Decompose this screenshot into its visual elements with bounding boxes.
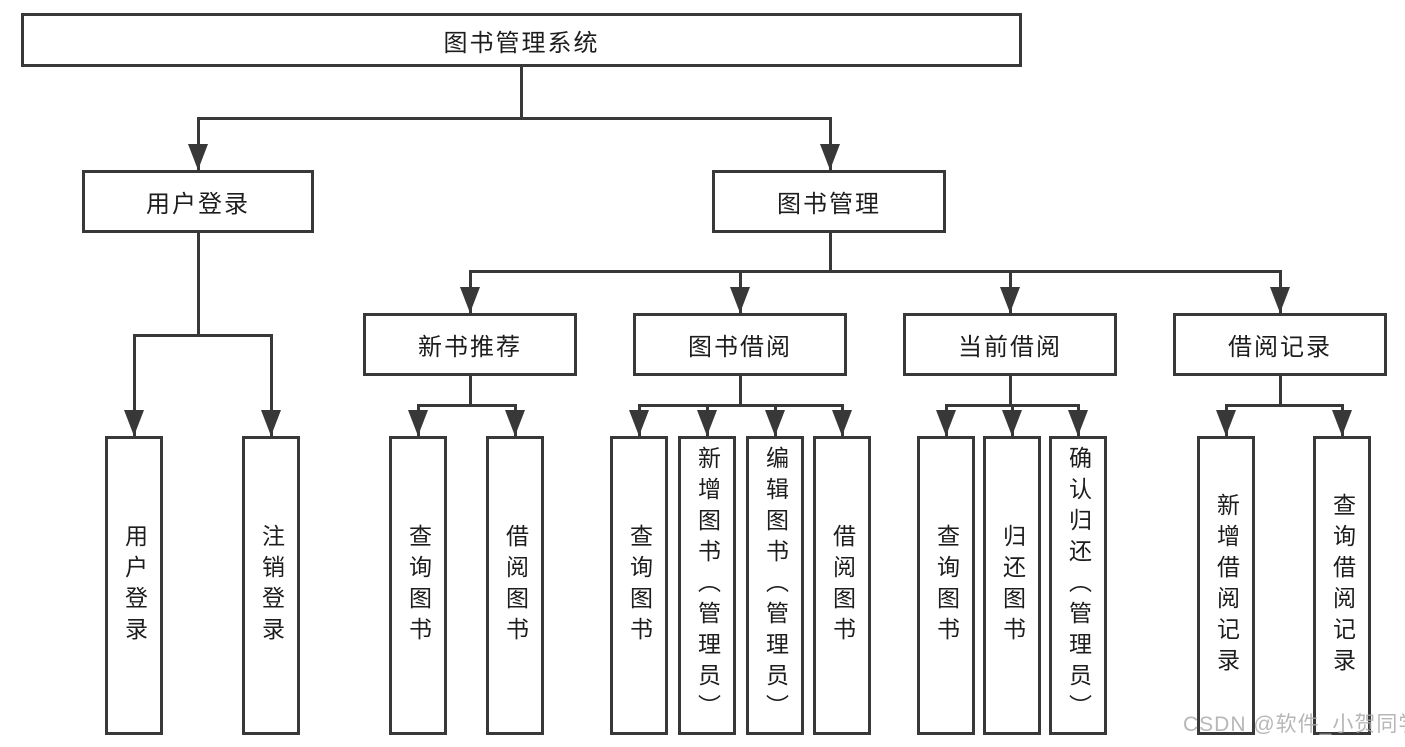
node-book-borrowing: 图书借阅: [633, 313, 847, 376]
arrow-down-icon: [1332, 410, 1352, 436]
arrow-down-icon: [1216, 410, 1236, 436]
arrow-down-icon: [460, 287, 480, 313]
node-label: 用户登录: [146, 191, 250, 218]
connector-line: [829, 117, 832, 170]
arrow-down-icon: [188, 144, 208, 170]
leaf-label: 确认归还（管理员）: [1065, 446, 1092, 725]
node-label: 图书借阅: [688, 334, 792, 361]
arrow-down-icon: [408, 410, 428, 436]
leaf-borrow-books: 借阅图书: [813, 436, 871, 735]
arrow-down-icon: [832, 410, 852, 436]
leaf-label: 查询图书: [933, 523, 960, 648]
connector-line: [1225, 404, 1344, 407]
leaf-label: 注销登录: [258, 523, 285, 648]
leaf-query-books-recommend: 查询图书: [389, 436, 447, 735]
leaf-label: 用户登录: [121, 523, 148, 648]
arrow-down-icon: [505, 410, 525, 436]
leaf-label: 编辑图书（管理员）: [762, 446, 789, 725]
node-new-book-recommend: 新书推荐: [363, 313, 577, 376]
connector-line: [829, 232, 832, 273]
arrow-down-icon: [261, 410, 281, 436]
connector-line: [739, 374, 742, 407]
node-library-management-system: 图书管理系统: [21, 13, 1022, 67]
node-user-login: 用户登录: [82, 170, 314, 233]
leaf-label: 查询借阅记录: [1329, 492, 1356, 679]
leaf-label: 归还图书: [999, 523, 1026, 648]
leaf-label: 新增借阅记录: [1213, 492, 1240, 679]
leaf-label: 查询图书: [405, 523, 432, 648]
connector-line: [197, 232, 200, 336]
node-label: 当前借阅: [958, 334, 1062, 361]
connector-line: [638, 404, 844, 407]
leaf-logout: 注销登录: [242, 436, 300, 735]
node-label: 图书管理系统: [443, 29, 600, 57]
connector-line: [197, 117, 200, 170]
connector-line: [197, 117, 832, 120]
node-label: 借阅记录: [1228, 334, 1332, 361]
connector-line: [520, 66, 523, 119]
leaf-label: 新增图书（管理员）: [694, 446, 721, 725]
csdn-watermark: CSDN @软件_小贺同学: [1183, 713, 1405, 736]
arrow-down-icon: [820, 144, 840, 170]
connector-line: [469, 270, 1282, 273]
leaf-query-books-current: 查询图书: [917, 436, 975, 735]
node-borrowing-records: 借阅记录: [1173, 313, 1387, 376]
leaf-label: 借阅图书: [502, 523, 529, 648]
connector-line: [133, 334, 136, 436]
node-label: 新书推荐: [418, 334, 522, 361]
leaf-query-books-borrowing: 查询图书: [610, 436, 668, 735]
leaf-borrow-books-recommend: 借阅图书: [486, 436, 544, 735]
arrow-down-icon: [1068, 410, 1088, 436]
leaf-return-books: 归还图书: [983, 436, 1041, 735]
arrow-down-icon: [697, 410, 717, 436]
node-book-management: 图书管理: [712, 170, 946, 233]
arrow-down-icon: [1000, 287, 1020, 313]
arrow-down-icon: [124, 410, 144, 436]
leaf-user-login: 用户登录: [105, 436, 163, 735]
leaf-query-borrow-record: 查询借阅记录: [1313, 436, 1371, 735]
arrow-down-icon: [765, 410, 785, 436]
leaf-confirm-return-admin: 确认归还（管理员）: [1049, 436, 1107, 735]
leaf-label: 查询图书: [626, 523, 653, 648]
connector-line: [133, 334, 273, 337]
arrow-down-icon: [629, 410, 649, 436]
leaf-add-borrow-record: 新增借阅记录: [1197, 436, 1255, 735]
connector-line: [1009, 374, 1012, 407]
connector-line: [417, 404, 517, 407]
arrow-down-icon: [936, 410, 956, 436]
arrow-down-icon: [730, 287, 750, 313]
connector-line: [1279, 374, 1282, 407]
connector-line: [469, 374, 472, 407]
node-current-borrowing: 当前借阅: [903, 313, 1117, 376]
connector-line: [270, 334, 273, 436]
leaf-add-books-admin: 新增图书（管理员）: [678, 436, 736, 735]
arrow-down-icon: [1270, 287, 1290, 313]
arrow-down-icon: [1002, 410, 1022, 436]
leaf-edit-books-admin: 编辑图书（管理员）: [746, 436, 804, 735]
leaf-label: 借阅图书: [829, 523, 856, 648]
node-label: 图书管理: [777, 191, 881, 218]
